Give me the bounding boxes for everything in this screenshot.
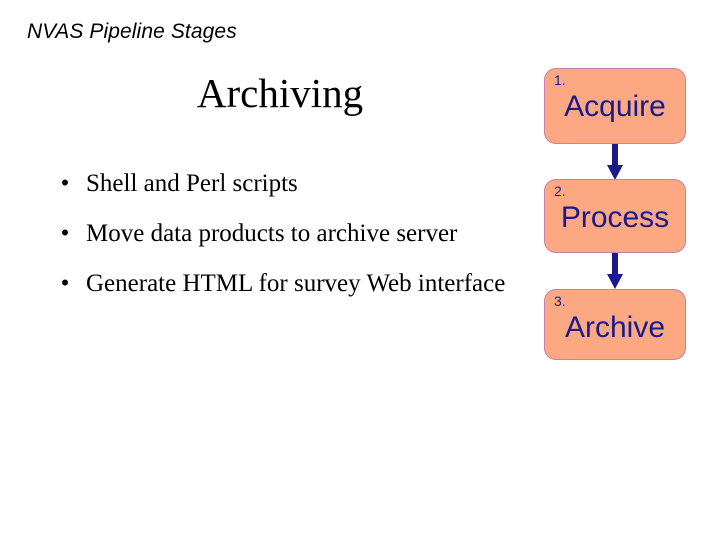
pipeline-flowchart: 1. Acquire 2. Process 3. Archive: [544, 68, 690, 364]
arrow-down-icon: [607, 253, 623, 289]
page-title: Archiving: [196, 70, 364, 116]
flow-step-acquire[interactable]: 1. Acquire: [544, 68, 686, 144]
list-item: • Generate HTML for survey Web interface: [52, 263, 507, 305]
flow-step-process[interactable]: 2. Process: [544, 179, 686, 253]
list-item-label: Shell and Perl scripts: [86, 170, 298, 197]
flow-step-label: Archive: [564, 311, 666, 344]
list-item-label: Move data products to archive server: [86, 220, 458, 247]
list-item: • Move data products to archive server: [52, 213, 507, 255]
list-item-label: Generate HTML for survey Web interface: [86, 270, 506, 297]
flow-step-number: 1.: [554, 72, 566, 88]
flow-step-number: 2.: [554, 183, 566, 199]
list-item: • Shell and Perl scripts: [52, 163, 507, 205]
bullet-marker-icon: •: [60, 270, 70, 297]
flow-step-label: Acquire: [564, 90, 666, 123]
bullet-marker-icon: •: [60, 220, 70, 247]
arrow-down-icon: [607, 144, 623, 180]
flow-step-label: Process: [560, 201, 670, 234]
flow-step-archive[interactable]: 3. Archive: [544, 289, 686, 360]
bullet-list: • Shell and Perl scripts • Move data pro…: [52, 163, 507, 313]
slide-header: NVAS Pipeline Stages: [27, 20, 237, 43]
flow-step-number: 3.: [554, 293, 566, 309]
bullet-marker-icon: •: [60, 170, 70, 197]
